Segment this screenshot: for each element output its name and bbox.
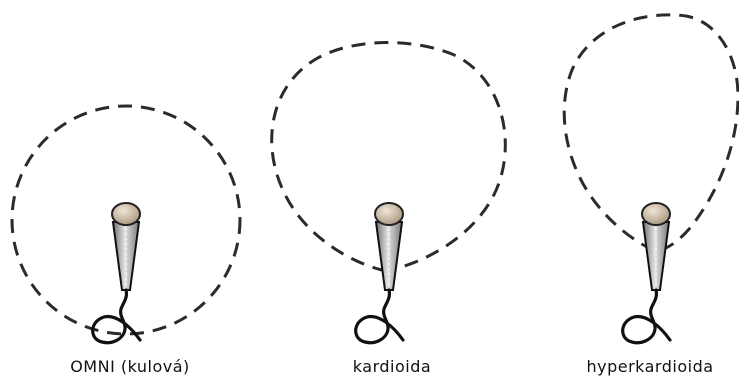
hypercardioid-cable-icon <box>623 290 670 343</box>
omni-caption: OMNI (kulová) <box>70 357 190 376</box>
omni-microphone-group: OMNI (kulová) <box>12 106 240 376</box>
cardioid-cable-icon <box>356 290 403 343</box>
cardioid-microphone-icon <box>375 203 403 290</box>
hypercardioid-microphone-group: hyperkardioida <box>564 15 738 376</box>
omni-microphone-icon <box>112 203 140 290</box>
cardioid-microphone-group: kardioida <box>272 43 506 376</box>
cardioid-caption: kardioida <box>353 357 431 376</box>
hypercardioid-caption: hyperkardioida <box>586 357 713 376</box>
hypercardioid-microphone-icon <box>642 203 670 290</box>
